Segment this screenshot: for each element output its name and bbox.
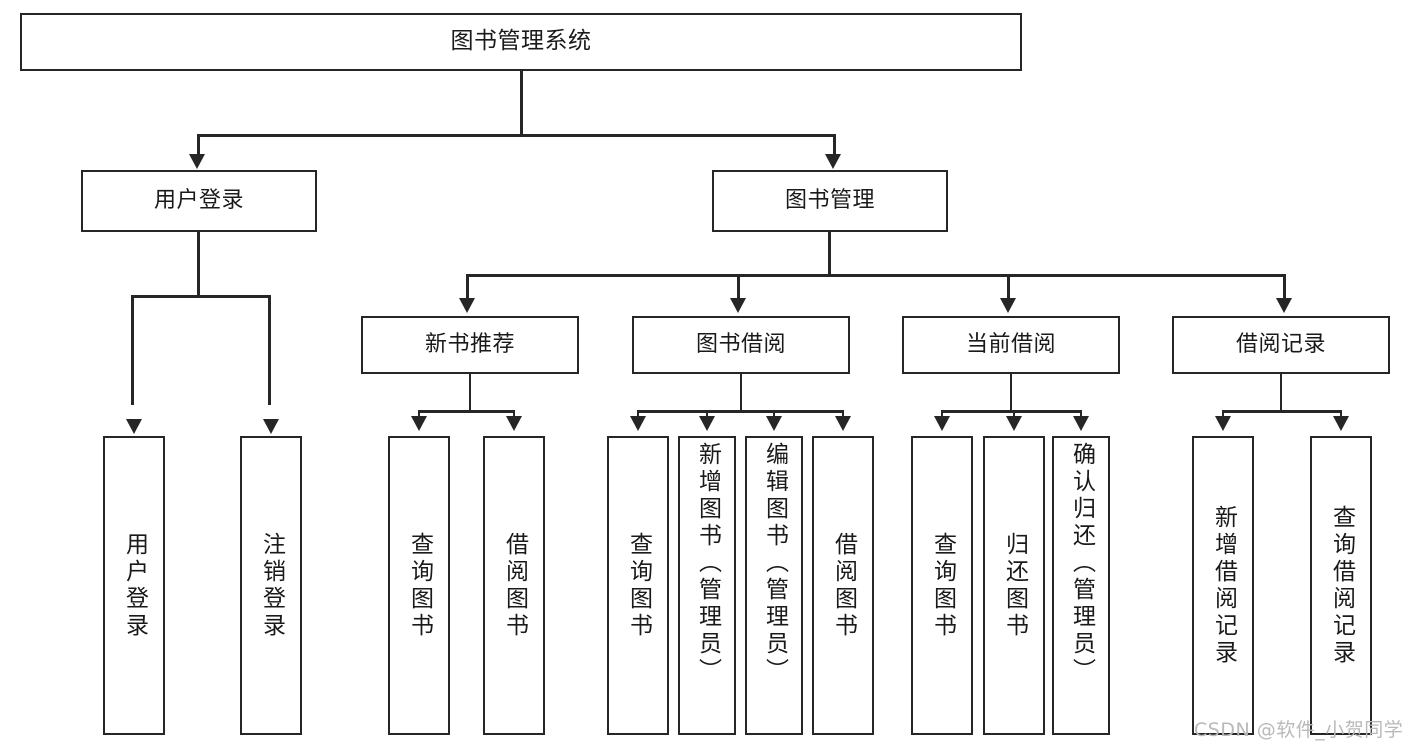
node-leaf-add-record[interactable]: 新增借阅记录	[1192, 436, 1254, 735]
node-book-manage[interactable]: 图书管理	[712, 170, 948, 232]
node-label: 借阅图书	[830, 531, 857, 640]
node-label: 归还图书	[1001, 531, 1028, 640]
node-label: 当前借阅	[965, 332, 1056, 358]
node-leaf-user-login[interactable]: 用户登录	[103, 436, 165, 735]
node-leaf-query-book-2[interactable]: 查询图书	[607, 436, 669, 735]
node-leaf-confirm-return[interactable]: 确认归还（管理员）	[1052, 436, 1110, 735]
arrowhead-to-book-borrow	[730, 298, 746, 313]
connector-l3-drop-1-1	[705, 410, 709, 418]
node-leaf-return-book[interactable]: 归还图书	[983, 436, 1045, 735]
node-label: 新书推荐	[424, 332, 515, 358]
arrowhead-to-leaf-6	[766, 416, 782, 431]
connector-l3-drop-1-0	[636, 410, 640, 418]
node-book-borrow[interactable]: 图书借阅	[632, 316, 850, 374]
connector-l3-bus-3	[1223, 410, 1341, 413]
node-label: 查询借阅记录	[1328, 504, 1355, 667]
connector-book-manage-stem	[828, 232, 831, 274]
node-label: 查询图书	[625, 531, 652, 640]
node-leaf-add-book[interactable]: 新增图书（管理员）	[678, 436, 736, 735]
node-label: 借阅图书	[501, 531, 528, 640]
connector-l3-drop-1-3	[841, 410, 845, 418]
node-label: 用户登录	[153, 188, 244, 214]
connector-book-manage-drop-0	[466, 274, 469, 298]
arrowhead-to-current-borrow	[1000, 298, 1016, 313]
connector-book-manage-drop-2	[1007, 274, 1010, 298]
arrowhead-to-book-manage	[825, 154, 841, 169]
node-borrow-record[interactable]: 借阅记录	[1172, 316, 1390, 374]
node-label: 用户登录	[121, 531, 148, 640]
arrowhead-to-user-login	[189, 154, 205, 169]
connector-l3-drop-3-1	[1339, 410, 1343, 418]
connector-book-manage-drop-1	[737, 274, 740, 298]
connector-user-login-bus	[131, 295, 268, 298]
connector-book-manage-bus	[467, 274, 1284, 277]
arrowhead-to-borrow-record	[1276, 298, 1292, 313]
node-label: 编辑图书（管理员）	[761, 442, 788, 685]
connector-user-login-drop-0	[131, 295, 134, 405]
connector-user-login-drop-1	[268, 295, 271, 405]
node-user-login[interactable]: 用户登录	[81, 170, 317, 232]
arrowhead-to-leaf-7	[835, 416, 851, 431]
arrowhead-to-leaf-8	[934, 416, 950, 431]
node-label: 图书管理	[784, 188, 875, 214]
arrowhead-to-leaf-user-logout	[263, 419, 279, 434]
node-leaf-user-logout[interactable]: 注销登录	[240, 436, 302, 735]
node-label: 借阅记录	[1235, 332, 1326, 358]
node-label: 图书借阅	[695, 332, 786, 358]
connector-l3-drop-0-0	[417, 410, 421, 418]
connector-l3-bus-1	[638, 410, 843, 413]
connector-root-drop-right	[833, 134, 836, 156]
arrowhead-to-leaf-4	[630, 416, 646, 431]
connector-l3-drop-2-0	[940, 410, 944, 418]
node-label: 新增借阅记录	[1210, 504, 1237, 667]
node-current-borrow[interactable]: 当前借阅	[902, 316, 1120, 374]
arrowhead-to-leaf-2	[411, 416, 427, 431]
node-leaf-query-book-3[interactable]: 查询图书	[911, 436, 973, 735]
connector-l3-stem-0	[468, 374, 472, 410]
arrowhead-to-new-book-rec	[459, 298, 475, 313]
node-label: 图书管理系统	[450, 28, 592, 55]
connector-l3-bus-2	[942, 410, 1081, 413]
node-leaf-edit-book[interactable]: 编辑图书（管理员）	[745, 436, 803, 735]
connector-l3-drop-1-2	[772, 410, 776, 418]
connector-user-login-stem	[197, 232, 200, 295]
node-leaf-borrow-book-1[interactable]: 借阅图书	[483, 436, 545, 735]
connector-l3-stem-1	[739, 374, 743, 410]
node-leaf-query-book-1[interactable]: 查询图书	[388, 436, 450, 735]
connector-l3-stem-2	[1009, 374, 1013, 410]
arrowhead-to-leaf-12	[1333, 416, 1349, 431]
connector-root-bus	[197, 134, 833, 137]
arrowhead-to-leaf-user-login	[126, 419, 142, 434]
node-leaf-query-record[interactable]: 查询借阅记录	[1310, 436, 1372, 735]
arrowhead-to-leaf-5	[699, 416, 715, 431]
arrowhead-to-leaf-11	[1215, 416, 1231, 431]
node-label: 注销登录	[258, 531, 285, 640]
connector-root-stem	[520, 71, 523, 134]
connector-l3-drop-3-0	[1221, 410, 1225, 418]
connector-l3-drop-0-1	[512, 410, 516, 418]
node-label: 查询图书	[929, 531, 956, 640]
connector-l3-drop-2-2	[1079, 410, 1083, 418]
node-label: 确认归还（管理员）	[1068, 442, 1095, 685]
node-root-system[interactable]: 图书管理系统	[20, 13, 1022, 71]
node-label: 新增图书（管理员）	[694, 442, 721, 685]
arrowhead-to-leaf-10	[1073, 416, 1089, 431]
connector-book-manage-drop-3	[1283, 274, 1286, 298]
arrowhead-to-leaf-9	[1006, 416, 1022, 431]
connector-l3-stem-3	[1279, 374, 1283, 410]
node-label: 查询图书	[406, 531, 433, 640]
connector-root-drop-left	[197, 134, 200, 156]
arrowhead-to-leaf-3	[506, 416, 522, 431]
node-leaf-borrow-book-2[interactable]: 借阅图书	[812, 436, 874, 735]
connector-l3-bus-0	[419, 410, 514, 413]
connector-l3-drop-2-1	[1012, 410, 1016, 418]
watermark-text: CSDN @软件_小贺同学	[1194, 719, 1404, 741]
node-new-book-rec[interactable]: 新书推荐	[361, 316, 579, 374]
